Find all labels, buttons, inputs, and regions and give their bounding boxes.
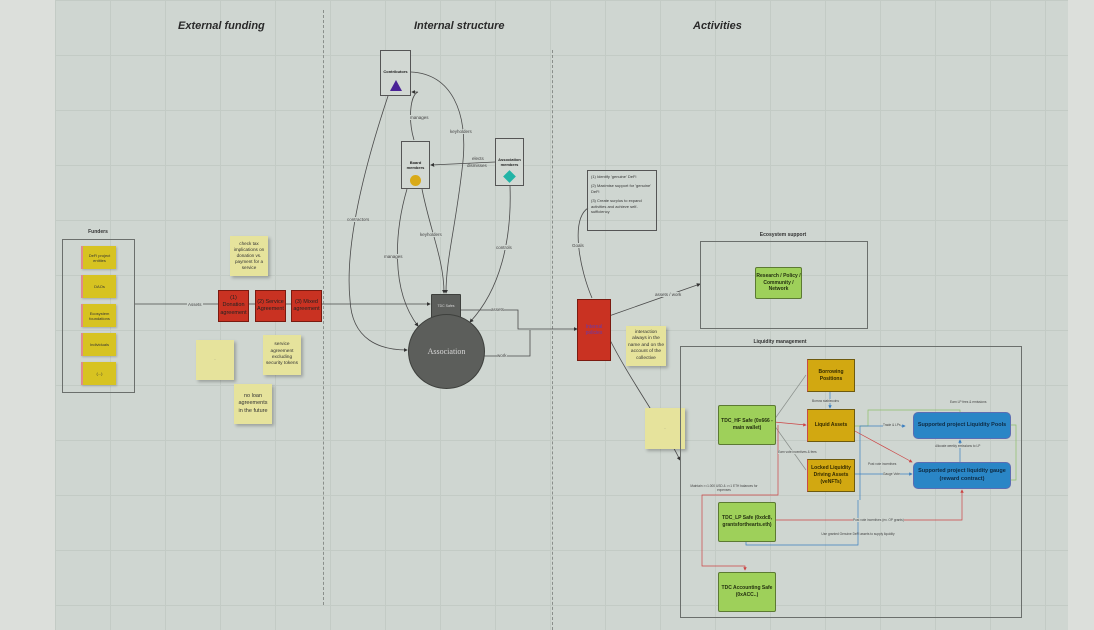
- edge-label-controls: controls: [496, 245, 512, 250]
- node-locked-liquidity[interactable]: Locked Liquidity Driving Assets (veNFTs): [807, 459, 855, 492]
- edge-label-use-granted: Use granted Genuine DeFi assets to suppl…: [821, 532, 895, 536]
- section-divider: [323, 10, 324, 605]
- edge-label-assets: Assets: [187, 302, 203, 307]
- funder-sticky[interactable]: (...): [81, 362, 116, 385]
- funder-sticky[interactable]: DeFi project entities: [81, 246, 116, 269]
- agreement-donation[interactable]: (1) Donation agreement: [218, 290, 249, 322]
- note-no-loan[interactable]: no loan agreements in the future: [234, 384, 272, 424]
- edge-assets-work: [608, 283, 701, 317]
- edge-label-assets: assets: [491, 307, 505, 312]
- edge-label-work: work: [497, 353, 507, 358]
- node-liquid-assets[interactable]: Liquid Assets: [807, 409, 855, 442]
- edge-label-maintain: Maintain >=1.000 USD & >=1 ETH balances …: [690, 484, 758, 492]
- goal-item: (2) Maximise support for 'genuine' DeFi: [591, 183, 651, 194]
- edge-label-borrow: Borrow stablecoins: [812, 399, 839, 403]
- contributors-label: Contributors: [383, 69, 408, 74]
- board-label: Board members: [406, 160, 425, 170]
- edge-label-manages: manages: [384, 254, 403, 259]
- edge-manages: [397, 188, 419, 327]
- edge-label-elects: elects: [472, 156, 484, 161]
- edge-manages-top: [410, 90, 419, 141]
- funders-frame: [62, 239, 135, 393]
- diamond-icon: [503, 170, 516, 183]
- goal-item: (1) Identify 'genuine' DeFi: [591, 174, 637, 179]
- note-tax-implications[interactable]: check tax implications on donation vs. p…: [230, 236, 268, 276]
- note-small-text[interactable]: ...: [645, 408, 685, 449]
- edge-label-allocate: Allocate weekly emissions to LP: [935, 444, 981, 448]
- edge-label-gauge-vote: Gauge Vote: [883, 472, 900, 476]
- goal-item: (3) Create surplus to expand activities …: [591, 198, 642, 214]
- node-association-members[interactable]: Association members: [495, 138, 524, 186]
- funder-sticky[interactable]: Individuals: [81, 333, 116, 356]
- edge-keyholders-top: [410, 71, 465, 294]
- node-hf-safe[interactable]: TDC_HF Safe (0x666 - main wallet): [718, 405, 776, 445]
- edge-label-manages-top: manages: [410, 115, 429, 120]
- node-contributors[interactable]: Contributors: [380, 50, 411, 96]
- edge-label-post-vote: Post vote incentives: [868, 462, 897, 466]
- edge-label-earn-vote: Earn vote incentives & fees: [778, 450, 817, 454]
- ecosystem-title: Ecosystem support: [759, 232, 807, 238]
- section-title-internal-structure: Internal structure: [414, 20, 505, 32]
- section-divider: [552, 50, 553, 630]
- node-accounting-safe[interactable]: TDC Accounting Safe (0xACC..): [718, 572, 776, 612]
- edge-controls: [469, 185, 511, 323]
- edge-label-goals: Goals: [572, 243, 584, 248]
- edge-label-keyholders-top: keyholders: [450, 129, 472, 134]
- edge-assets: [459, 309, 578, 331]
- node-borrowing-positions[interactable]: Borrowing Positions: [807, 359, 855, 392]
- edge-keyholders: [421, 188, 446, 294]
- node-lp-safe[interactable]: TDC_LP Safe (0xdc8, grantsforthearts.eth…: [718, 502, 776, 542]
- funder-sticky[interactable]: Ecosystem foundations: [81, 304, 116, 327]
- funders-title: Funders: [88, 229, 108, 235]
- agreement-mixed[interactable]: (3) Mixed agreement: [291, 290, 322, 322]
- edge-label-earn: Earn LP fees & emissions: [950, 400, 987, 404]
- node-association[interactable]: Association: [408, 314, 485, 389]
- edge-contractors: [348, 95, 408, 352]
- funder-sticky[interactable]: DAOs: [81, 275, 116, 298]
- edge-label-contractors: contractors: [347, 217, 370, 222]
- liquidity-frame: [680, 346, 1022, 618]
- node-research-policy[interactable]: Research / Policy / Community / Network: [755, 267, 802, 299]
- note-service-agreement[interactable]: service agreement excluding security tok…: [263, 335, 301, 375]
- note-small-text[interactable]: ...: [196, 340, 234, 380]
- edge-label-assets-work: assets / work: [655, 292, 682, 297]
- node-liquidity-gauge[interactable]: Supported project liquidity gauge (rewar…: [913, 462, 1011, 489]
- node-liquidity-pools[interactable]: Supported project Liquidity Pools: [913, 412, 1011, 439]
- edge-label-keyholders: keyholders: [420, 232, 442, 237]
- edge-label-trade: Trade & LPs: [883, 423, 901, 427]
- agreement-service[interactable]: (2) Service Agreement: [255, 290, 286, 322]
- section-title-external-funding: External funding: [178, 20, 265, 32]
- edge-label-post-vote-grants: Post vote incentives (ex. OP grants): [853, 518, 904, 522]
- edge-label-dismisses: dismisses: [467, 163, 487, 168]
- section-title-activities: Activities: [693, 20, 742, 32]
- ecosystem-frame: [700, 241, 868, 329]
- whiteboard-canvas[interactable]: [55, 0, 1068, 630]
- note-interaction[interactable]: interaction always in the name and on th…: [626, 326, 666, 366]
- goals-box[interactable]: (1) Identify 'genuine' DeFi (2) Maximise…: [587, 170, 657, 231]
- association-members-label: Association members: [498, 157, 521, 167]
- circle-icon: [410, 175, 421, 186]
- node-board-members[interactable]: Board members: [401, 141, 430, 189]
- node-internal-policies[interactable]: Internal policies: [577, 299, 611, 361]
- edge-elects: [430, 161, 496, 167]
- triangle-icon: [389, 80, 402, 91]
- liquidity-title: Liquidity management: [753, 339, 807, 345]
